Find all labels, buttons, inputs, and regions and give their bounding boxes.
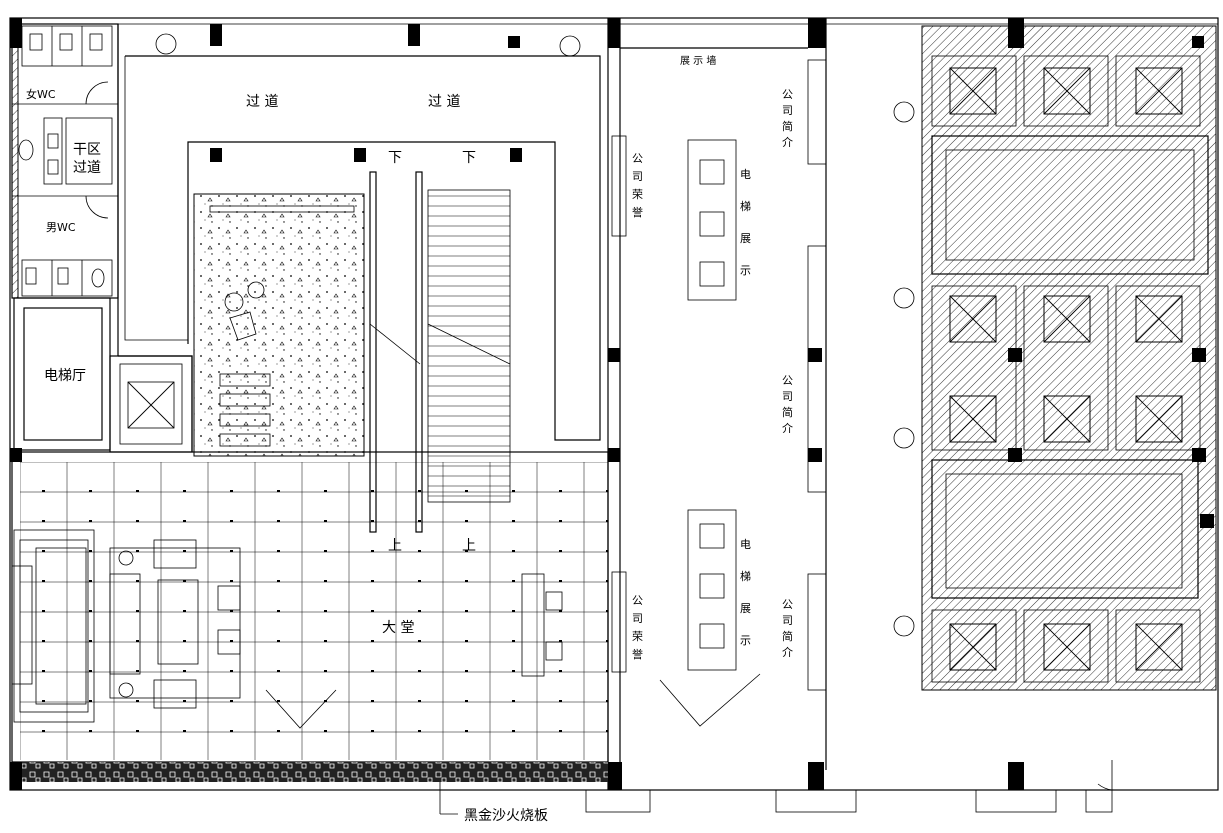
vertical-label-char: 介: [782, 646, 793, 659]
vertical-label-char: 电: [740, 168, 751, 181]
vertical-label-char: 电: [740, 538, 751, 551]
vertical-label-char: 司: [782, 390, 793, 403]
vertical-label-char: 荣: [632, 188, 643, 201]
elevator-car-icon: [1135, 395, 1183, 443]
display-wall-label: 展 示 墙: [680, 54, 716, 67]
vertical-label-char: 介: [782, 136, 793, 149]
vertical-label-char: 展: [740, 232, 751, 245]
vertical-label-char: 简: [782, 119, 793, 133]
elevator-car-icon: [949, 623, 997, 671]
vertical-label-char: 司: [782, 614, 793, 627]
vertical-label-char: 示: [740, 634, 751, 647]
vertical-label-char: 梯: [740, 570, 751, 583]
elevator-bank: [921, 25, 1217, 691]
corridor-label-1: 过 道: [246, 94, 278, 110]
elevator-car-icon: [949, 295, 997, 343]
exhibition-zone: 展 示 墙: [611, 18, 827, 770]
elevator-car-icon: [949, 67, 997, 115]
vertical-label-char: 介: [782, 422, 793, 435]
material-note: 黑金沙火烧板: [464, 808, 548, 824]
columns: [10, 18, 1214, 790]
vertical-label-char: 公: [632, 152, 643, 165]
elevator-car-icon: [1043, 295, 1091, 343]
male-wc-label: 男WC: [46, 221, 76, 234]
elevator-car-icon: [1043, 67, 1091, 115]
vertical-label-char: 简: [782, 405, 793, 419]
elevator-hall: 电梯厅: [13, 297, 193, 453]
lobby: 大 堂: [11, 451, 609, 763]
elevator-hall-label: 电梯厅: [44, 368, 86, 384]
vertical-label-char: 荣: [632, 630, 643, 643]
elevator-car-icon: [1135, 623, 1183, 671]
down-label-1: 下: [388, 150, 402, 166]
corridor: 过 道 过 道: [117, 24, 601, 452]
vertical-label-char: 梯: [740, 200, 751, 213]
dry-area-label-2: 过道: [73, 160, 101, 176]
down-label-2: 下: [462, 150, 476, 166]
plant-icons: [893, 101, 915, 637]
restroom-block: 女WC 男WC 干区 过道: [11, 23, 119, 299]
granite-strip: 黑金沙火烧板: [12, 762, 610, 824]
vertical-label-char: 简: [782, 629, 793, 643]
vertical-label-char: 公: [782, 598, 793, 611]
vertical-label-char: 誉: [632, 205, 643, 219]
lobby-label: 大 堂: [382, 620, 414, 636]
vertical-label-char: 展: [740, 602, 751, 615]
corridor-label-2: 过 道: [428, 94, 460, 110]
vertical-label-char: 公: [782, 374, 793, 387]
vertical-label-char: 司: [632, 612, 643, 625]
female-wc-label: 女WC: [26, 87, 56, 101]
elevator-car-icon: [1043, 395, 1091, 443]
elevator-car-icon: [949, 395, 997, 443]
elevator-shaft-icon: [127, 381, 175, 429]
window-bays: [585, 760, 1113, 813]
dry-area-label-1: 干区: [73, 142, 101, 158]
elevator-car-icon: [1135, 67, 1183, 115]
vertical-label-char: 司: [632, 170, 643, 183]
elevator-car-icon: [1135, 295, 1183, 343]
vertical-label-char: 示: [740, 264, 751, 277]
vertical-label-char: 司: [782, 104, 793, 117]
vertical-label-char: 誉: [632, 647, 643, 661]
elevator-car-icon: [1043, 623, 1091, 671]
lounge-furniture: [11, 529, 563, 723]
rock-garden: [193, 193, 365, 457]
vertical-label-char: 公: [632, 594, 643, 607]
vertical-label-char: 公: [782, 88, 793, 101]
